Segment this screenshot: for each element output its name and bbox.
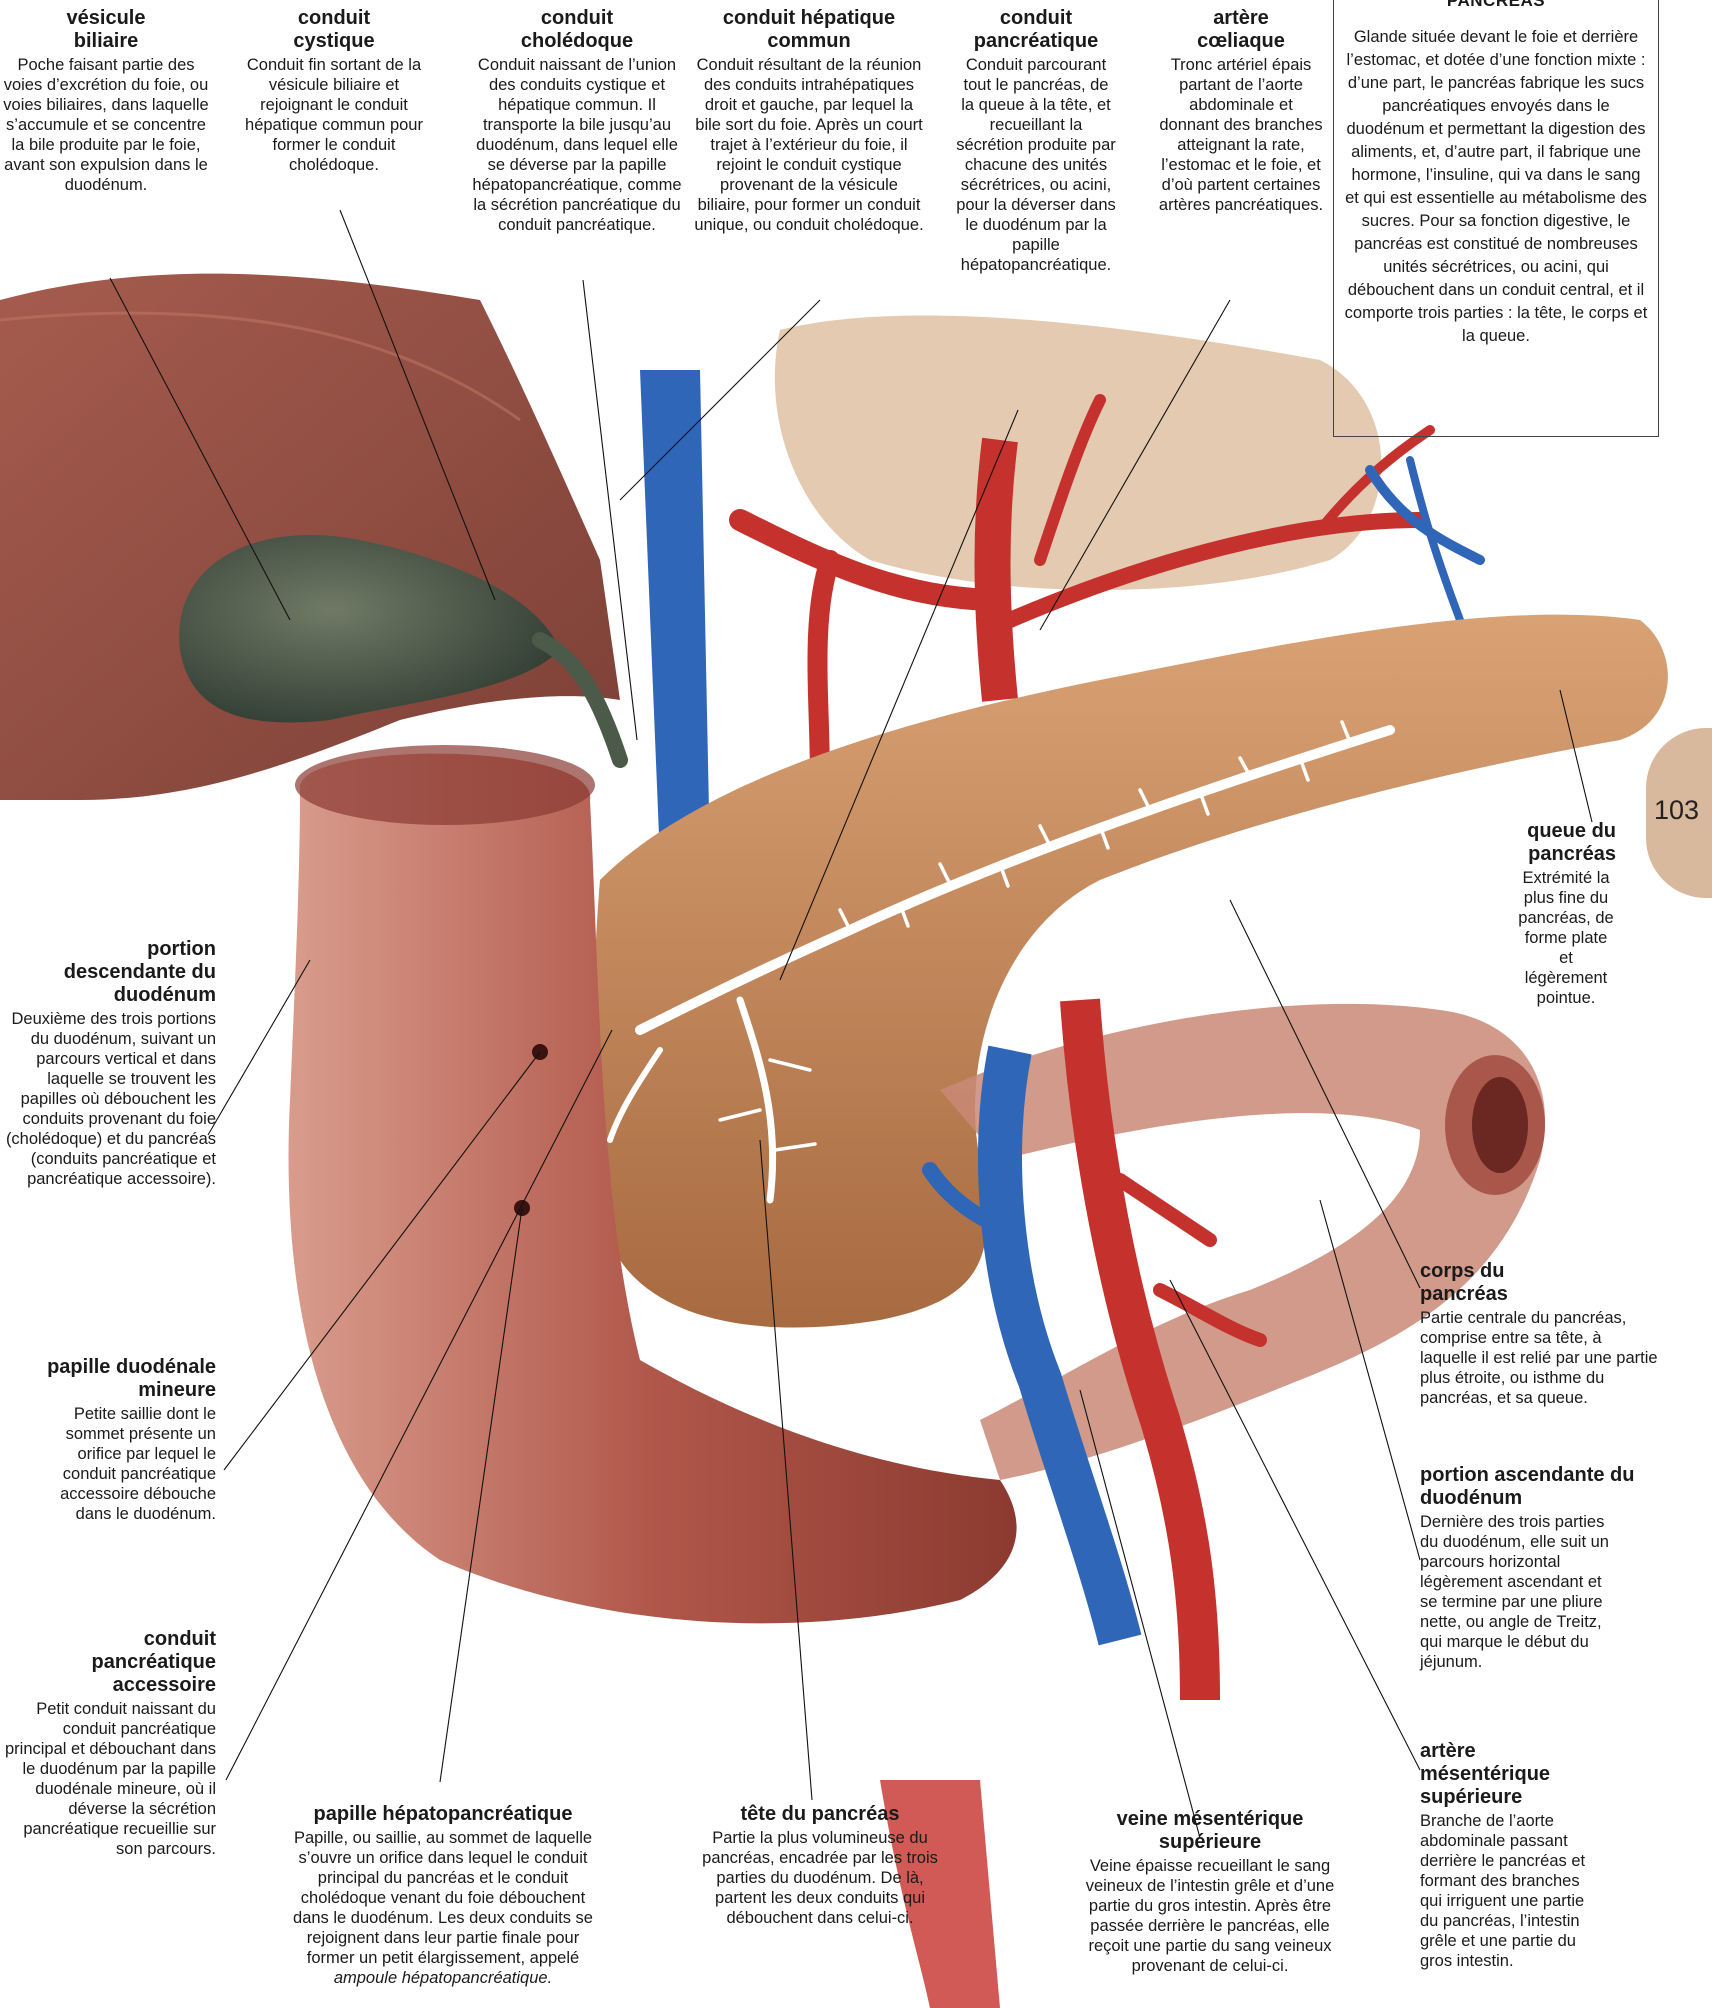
label-vesicule-biliaire: vésicule biliaire Poche faisant partie d… — [0, 7, 212, 195]
label-desc: Papille, ou saillie, au sommet de laquel… — [286, 1828, 600, 1988]
label-queue-pancreas: queue du pancréas Extrémité la plus fine… — [1480, 820, 1616, 1008]
label-desc: Conduit fin sortant de la vésicule bilia… — [244, 55, 424, 175]
label-conduit-pancreatique: conduit pancréatique Conduit parcourant … — [956, 7, 1116, 275]
label-title: artère cœliaque — [1158, 7, 1324, 53]
vena-cava — [640, 370, 710, 860]
label-title: papille duodénale mineure — [0, 1356, 216, 1402]
label-papille-mineure: papille duodénale mineure Petite saillie… — [0, 1356, 216, 1524]
label-portion-descendante: portion descendante du duodénum Deuxième… — [0, 938, 216, 1189]
label-title: tête du pancréas — [700, 1803, 940, 1826]
label-tete-pancreas: tête du pancréas Partie la plus volumine… — [700, 1803, 940, 1928]
label-papille-hepatopancreatique: papille hépatopancréatique Papille, ou s… — [286, 1803, 600, 1988]
label-title: conduit cystique — [244, 7, 424, 53]
label-conduit-hepatique-commun: conduit hépatique commun Conduit résulta… — [694, 7, 924, 235]
label-title: artère mésentérique supérieure — [1420, 1740, 1580, 1809]
label-desc: Veine épaisse recueillant le sang veineu… — [1070, 1856, 1350, 1976]
label-title: corps du pancréas — [1420, 1260, 1540, 1306]
label-desc-text: Papille, ou saillie, au sommet de laquel… — [293, 1829, 593, 1967]
label-title: conduit hépatique commun — [694, 7, 924, 53]
label-portion-ascendante: portion ascendante du duodénum Dernière … — [1420, 1464, 1660, 1672]
label-desc: Partie centrale du pancréas, comprise en… — [1420, 1308, 1660, 1408]
label-desc: Dernière des trois parties du duodénum, … — [1420, 1512, 1620, 1672]
label-desc: Partie la plus volumineuse du pancréas, … — [700, 1828, 940, 1928]
label-title: portion descendante du duodénum — [0, 938, 216, 1007]
label-desc: Conduit naissant de l’union des conduits… — [466, 55, 688, 235]
label-corps-pancreas: corps du pancréas Partie centrale du pan… — [1420, 1260, 1660, 1408]
page-number: 103 — [1654, 795, 1699, 826]
label-conduit-cystique: conduit cystique Conduit fin sortant de … — [244, 7, 424, 175]
label-veine-mesenterique: veine mésentérique supérieure Veine épai… — [1070, 1808, 1350, 1976]
label-conduit-choledoque: conduit cholédoque Conduit naissant de l… — [466, 7, 688, 235]
label-desc: Deuxième des trois portions du duodénum,… — [0, 1009, 216, 1189]
label-title: papille hépatopancréatique — [286, 1803, 600, 1826]
label-title: veine mésentérique supérieure — [1070, 1808, 1350, 1854]
box-desc: Glande située devant le foie et derrière… — [1334, 26, 1658, 348]
label-title: portion ascendante du duodénum — [1420, 1464, 1660, 1510]
label-title: conduit pancréatique accessoire — [0, 1628, 216, 1697]
label-title: conduit cholédoque — [466, 7, 688, 53]
label-artere-coeliaque: artère cœliaque Tronc artériel épais par… — [1158, 7, 1324, 215]
celiac-artery — [993, 440, 1001, 700]
label-desc-em: ampoule hépatopancréatique. — [334, 1969, 552, 1987]
label-desc: Tronc artériel épais partant de l’aorte … — [1158, 55, 1324, 215]
label-artere-mesenterique: artère mésentérique supérieure Branche d… — [1420, 1740, 1620, 1971]
box-title: PANCRÉAS — [1334, 0, 1658, 12]
pancreas-info-box: PANCRÉAS Glande située devant le foie et… — [1333, 0, 1659, 437]
label-desc: Branche de l’aorte abdominale passant de… — [1420, 1811, 1590, 1971]
label-desc: Conduit résultant de la réunion des cond… — [694, 55, 924, 235]
label-desc: Petite saillie dont le sommet présente u… — [0, 1404, 216, 1524]
label-title: vésicule biliaire — [0, 7, 212, 53]
label-desc: Conduit parcourant tout le pancréas, de … — [956, 55, 1116, 275]
label-title: queue du pancréas — [1480, 820, 1616, 866]
label-desc: Poche faisant partie des voies d’excréti… — [0, 55, 212, 195]
label-desc: Extrémité la plus fine du pancréas, de f… — [1480, 868, 1616, 1008]
label-title: conduit pancréatique — [956, 7, 1116, 53]
label-desc: Petit conduit naissant du conduit pancré… — [0, 1699, 216, 1859]
label-conduit-accessoire: conduit pancréatique accessoire Petit co… — [0, 1628, 216, 1859]
